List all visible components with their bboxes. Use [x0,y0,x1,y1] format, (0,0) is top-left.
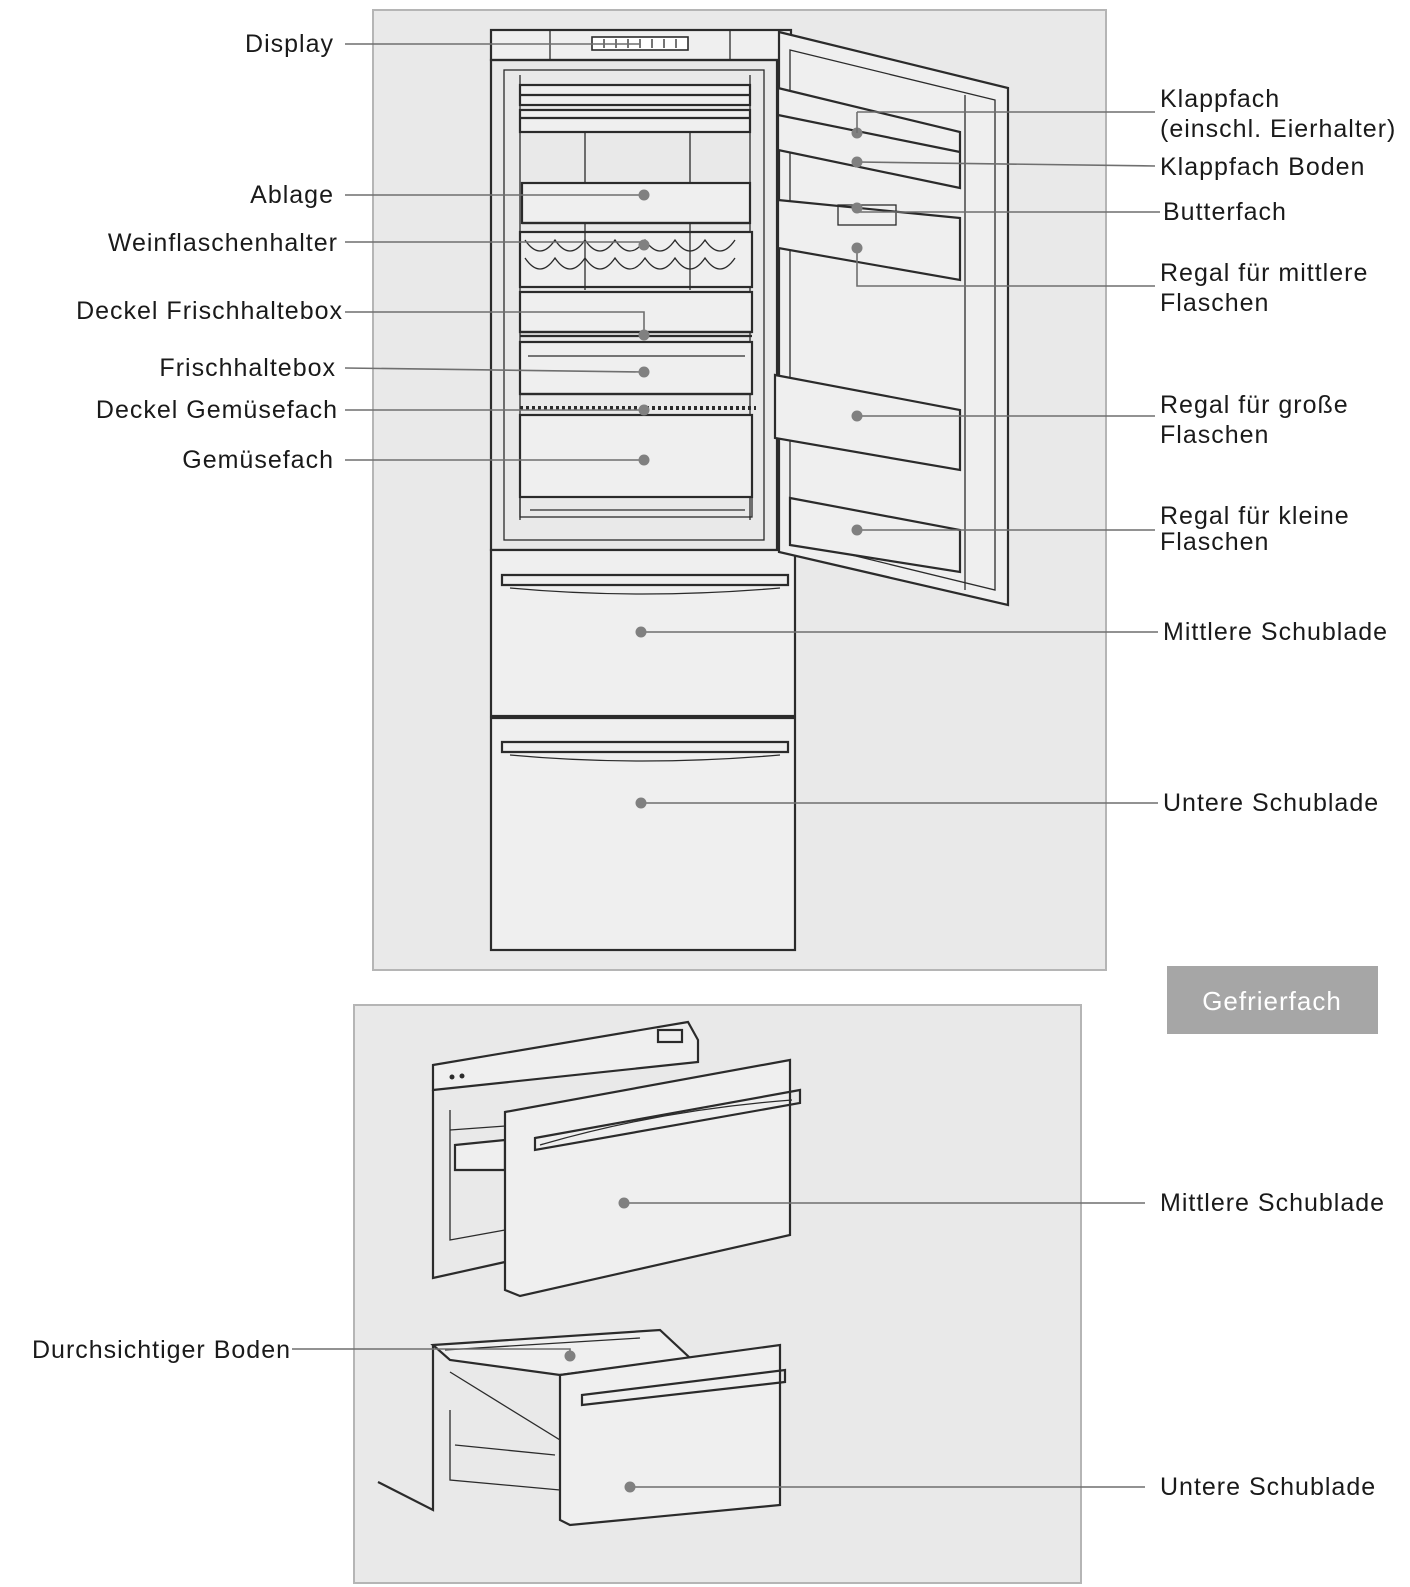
label-butterfach: Butterfach [1163,198,1287,226]
freezer-badge: Gefrierfach [1167,966,1378,1034]
freezer-label-group: Mittlere Schublade Durchsichtiger Boden … [32,1189,1385,1501]
label-regal-mittlere-line2: Flaschen [1160,289,1269,317]
label-regal-grosse-line1: Regal für große [1160,391,1349,419]
fridge-label-group: Display Ablage Weinflaschenhalter Deckel… [76,30,1396,817]
label-freezer-mittlere-schublade: Mittlere Schublade [1160,1189,1385,1217]
label-klappfach-line2: (einschl. Eierhalter) [1160,115,1396,143]
label-deckel-frischhaltebox: Deckel Frischhaltebox [76,297,343,325]
label-durchsichtiger-boden: Durchsichtiger Boden [32,1336,291,1364]
label-freezer-untere-schublade: Untere Schublade [1160,1473,1376,1501]
label-deckel-gemuesefach: Deckel Gemüsefach [96,396,338,424]
freezer-badge-text: Gefrierfach [1202,986,1342,1016]
freezer-illustration [377,1020,802,1527]
label-frischhaltebox: Frischhaltebox [159,354,336,382]
label-weinflaschenhalter: Weinflaschenhalter [108,229,338,257]
label-gemuesefach: Gemüsefach [182,446,334,474]
label-regal-kleine-line2: Flaschen [1160,528,1269,556]
label-ablage: Ablage [250,181,334,209]
label-regal-grosse-line2: Flaschen [1160,421,1269,449]
label-display: Display [245,30,334,58]
fridge-leaders [344,43,1160,809]
fridge-illustration [489,28,1010,952]
label-klappfach-line1: Klappfach [1160,85,1280,113]
label-mittlere-schublade: Mittlere Schublade [1163,618,1388,646]
label-untere-schublade: Untere Schublade [1163,789,1379,817]
label-regal-mittlere-line1: Regal für mittlere [1160,259,1368,287]
freezer-leaders [292,1197,1145,1493]
label-klappfach-boden: Klappfach Boden [1160,153,1365,181]
label-regal-kleine-line1: Regal für kleine [1160,502,1350,530]
